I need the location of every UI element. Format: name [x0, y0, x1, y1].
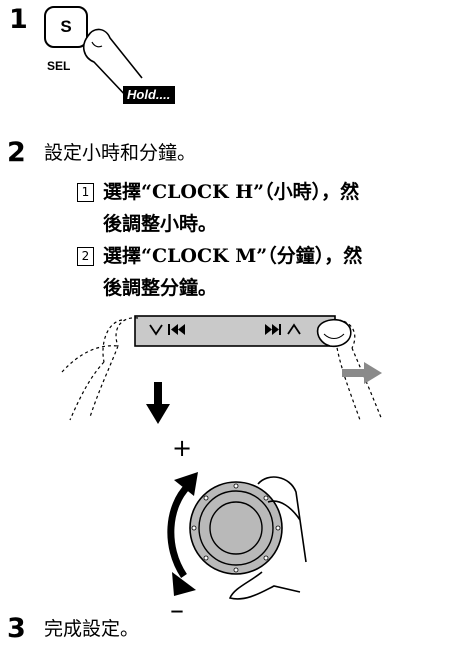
- dial-plus-label: +: [172, 434, 193, 462]
- step-2-sub1-line2: 後調整小時。: [103, 213, 218, 235]
- sel-button[interactable]: S: [44, 6, 88, 48]
- skip-buttons-illustration: [61, 315, 383, 421]
- step-2-sub2-line2: 後調整分鐘。: [103, 277, 218, 299]
- sub2-number-box: 2: [77, 247, 94, 266]
- slide-right-arrow-icon: [342, 362, 382, 384]
- clock-h-mode: “CLOCK H”: [141, 181, 265, 203]
- step-3-title: 完成設定。: [44, 618, 140, 640]
- hold-label: Hold....: [123, 86, 176, 104]
- step-3-number: 3: [7, 613, 26, 644]
- step-2-title: 設定小時和分鐘。: [44, 142, 197, 164]
- control-dial[interactable]: [150, 442, 320, 612]
- skip-button-bar: [134, 315, 336, 347]
- dial-minus-label: –: [170, 593, 184, 626]
- step-1-number: 1: [9, 4, 28, 35]
- sub1-number-box: 1: [77, 183, 94, 202]
- clock-m-mode: “CLOCK M”: [141, 245, 268, 267]
- step-2-number: 2: [7, 137, 26, 168]
- sel-button-caption: SEL: [47, 59, 71, 73]
- down-arrow-icon: [146, 382, 170, 424]
- finger-press-icon: [82, 28, 143, 99]
- skip-forward-up-button[interactable]: [265, 323, 301, 335]
- down-skip-back-button[interactable]: [149, 324, 185, 336]
- sel-button-letter: S: [60, 17, 72, 36]
